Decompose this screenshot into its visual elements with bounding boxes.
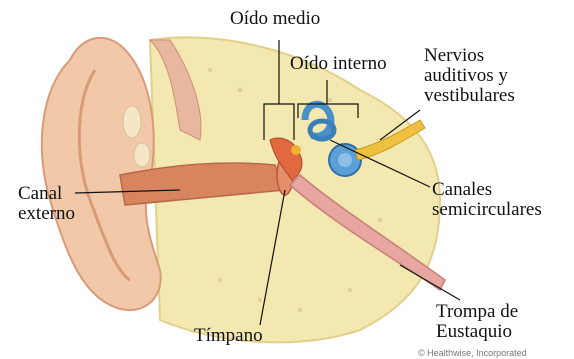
label-canal-externo: Canal externo [18,184,75,224]
label-oido-medio: Oído medio [230,9,320,29]
label-trompa: Trompa de Eustaquio [436,302,518,342]
ossicle-small [291,145,301,155]
label-nervios-line2: auditivos y [424,66,515,86]
label-canales-semicirculares: Canales semicirculares [432,180,542,220]
cochlea-core [338,153,352,167]
copyright-credit: © Healthwise, Incorporated [418,348,527,358]
label-nervios: Nervios auditivos y vestibulares [424,46,515,106]
label-oido-interno: Oído interno [290,54,387,74]
auricle-cartilage-1 [123,106,141,138]
label-nervios-line1: Nervios [424,46,515,66]
label-nervios-line3: vestibulares [424,86,515,106]
label-trompa-line1: Trompa de [436,302,518,322]
auricle-cartilage-2 [134,143,150,167]
label-canales-line1: Canales [432,180,542,200]
label-canales-line2: semicirculares [432,200,542,220]
label-timpano: Tímpano [194,326,263,346]
label-trompa-line2: Eustaquio [436,322,518,342]
label-canal-externo-line2: externo [18,204,75,224]
label-canal-externo-line1: Canal [18,184,75,204]
